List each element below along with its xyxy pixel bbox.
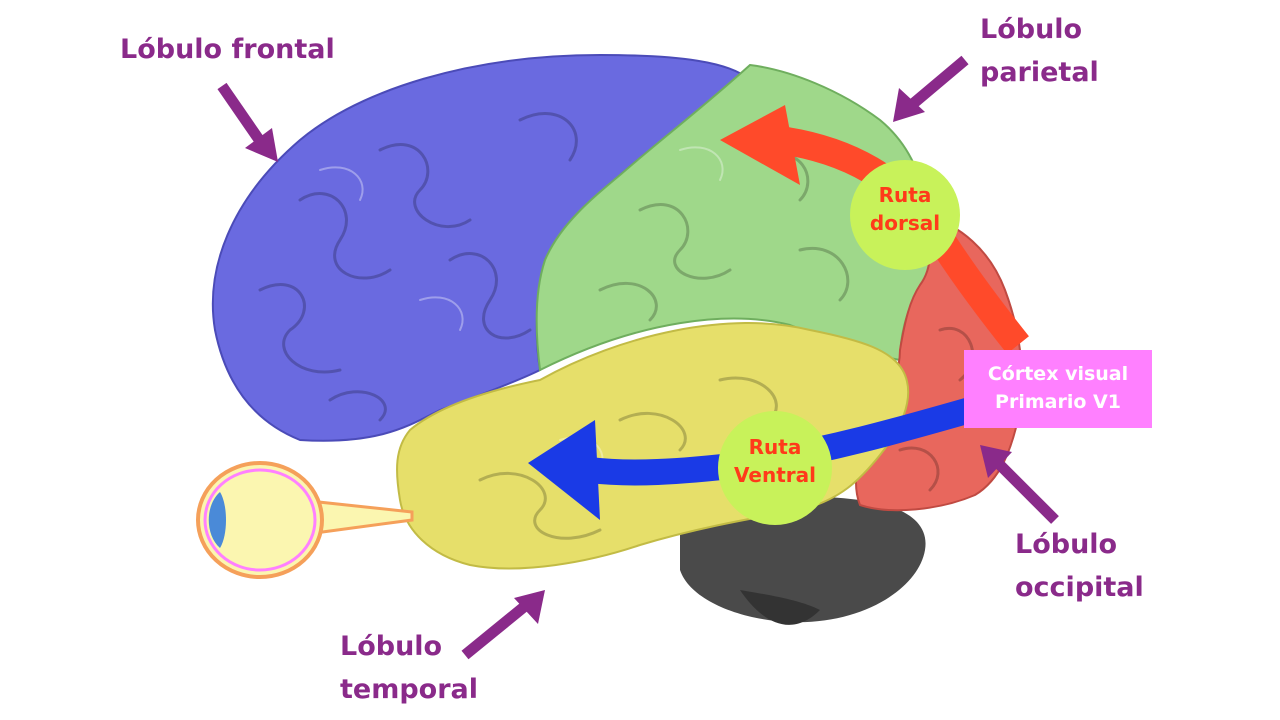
brainstem: [740, 590, 820, 625]
label-occipital-line-2: occipital: [1015, 572, 1144, 604]
ventral-route-line-2: Ventral: [734, 463, 816, 487]
parietal-pointer-arrow: [893, 55, 969, 122]
label-occipital-line-1: Lóbulo: [1015, 529, 1118, 560]
dorsal-route-line-1: Ruta: [878, 183, 932, 207]
ventral-route-label: Ruta Ventral: [718, 433, 832, 489]
dorsal-route-line-2: dorsal: [869, 211, 941, 235]
label-occipital-lobe: Lóbulo occipital: [1015, 523, 1144, 609]
dorsal-route-label: Ruta dorsal: [850, 181, 960, 237]
v1-line-2: Primario V1: [995, 391, 1121, 413]
label-temporal-line-2: temporal: [340, 674, 479, 706]
label-pointers: [217, 55, 1059, 660]
eye-icon: [196, 461, 414, 579]
label-temporal-lobe: Lóbulo temporal: [340, 625, 478, 711]
dorsal-route-circle: [850, 160, 960, 270]
label-parietal-line-2: parietal: [980, 57, 1099, 89]
v1-line-1: Córtex visual: [987, 363, 1129, 386]
occipital-pointer-arrow: [980, 445, 1059, 524]
label-parietal-lobe: Lóbulo parietal: [980, 8, 1099, 94]
label-temporal-line-1: Lóbulo: [340, 631, 443, 662]
label-parietal-line-1: Lóbulo: [980, 14, 1083, 45]
temporal-pointer-arrow: [461, 590, 545, 660]
ventral-route-line-1: Ruta: [748, 435, 802, 459]
label-frontal-line-1: Lóbulo frontal: [120, 34, 335, 65]
ventral-route-circle: [718, 411, 832, 525]
primary-visual-cortex-box: Córtex visual Primario V1: [964, 350, 1152, 428]
label-frontal-lobe: Lóbulo frontal: [120, 28, 335, 71]
frontal-pointer-arrow: [217, 82, 278, 162]
